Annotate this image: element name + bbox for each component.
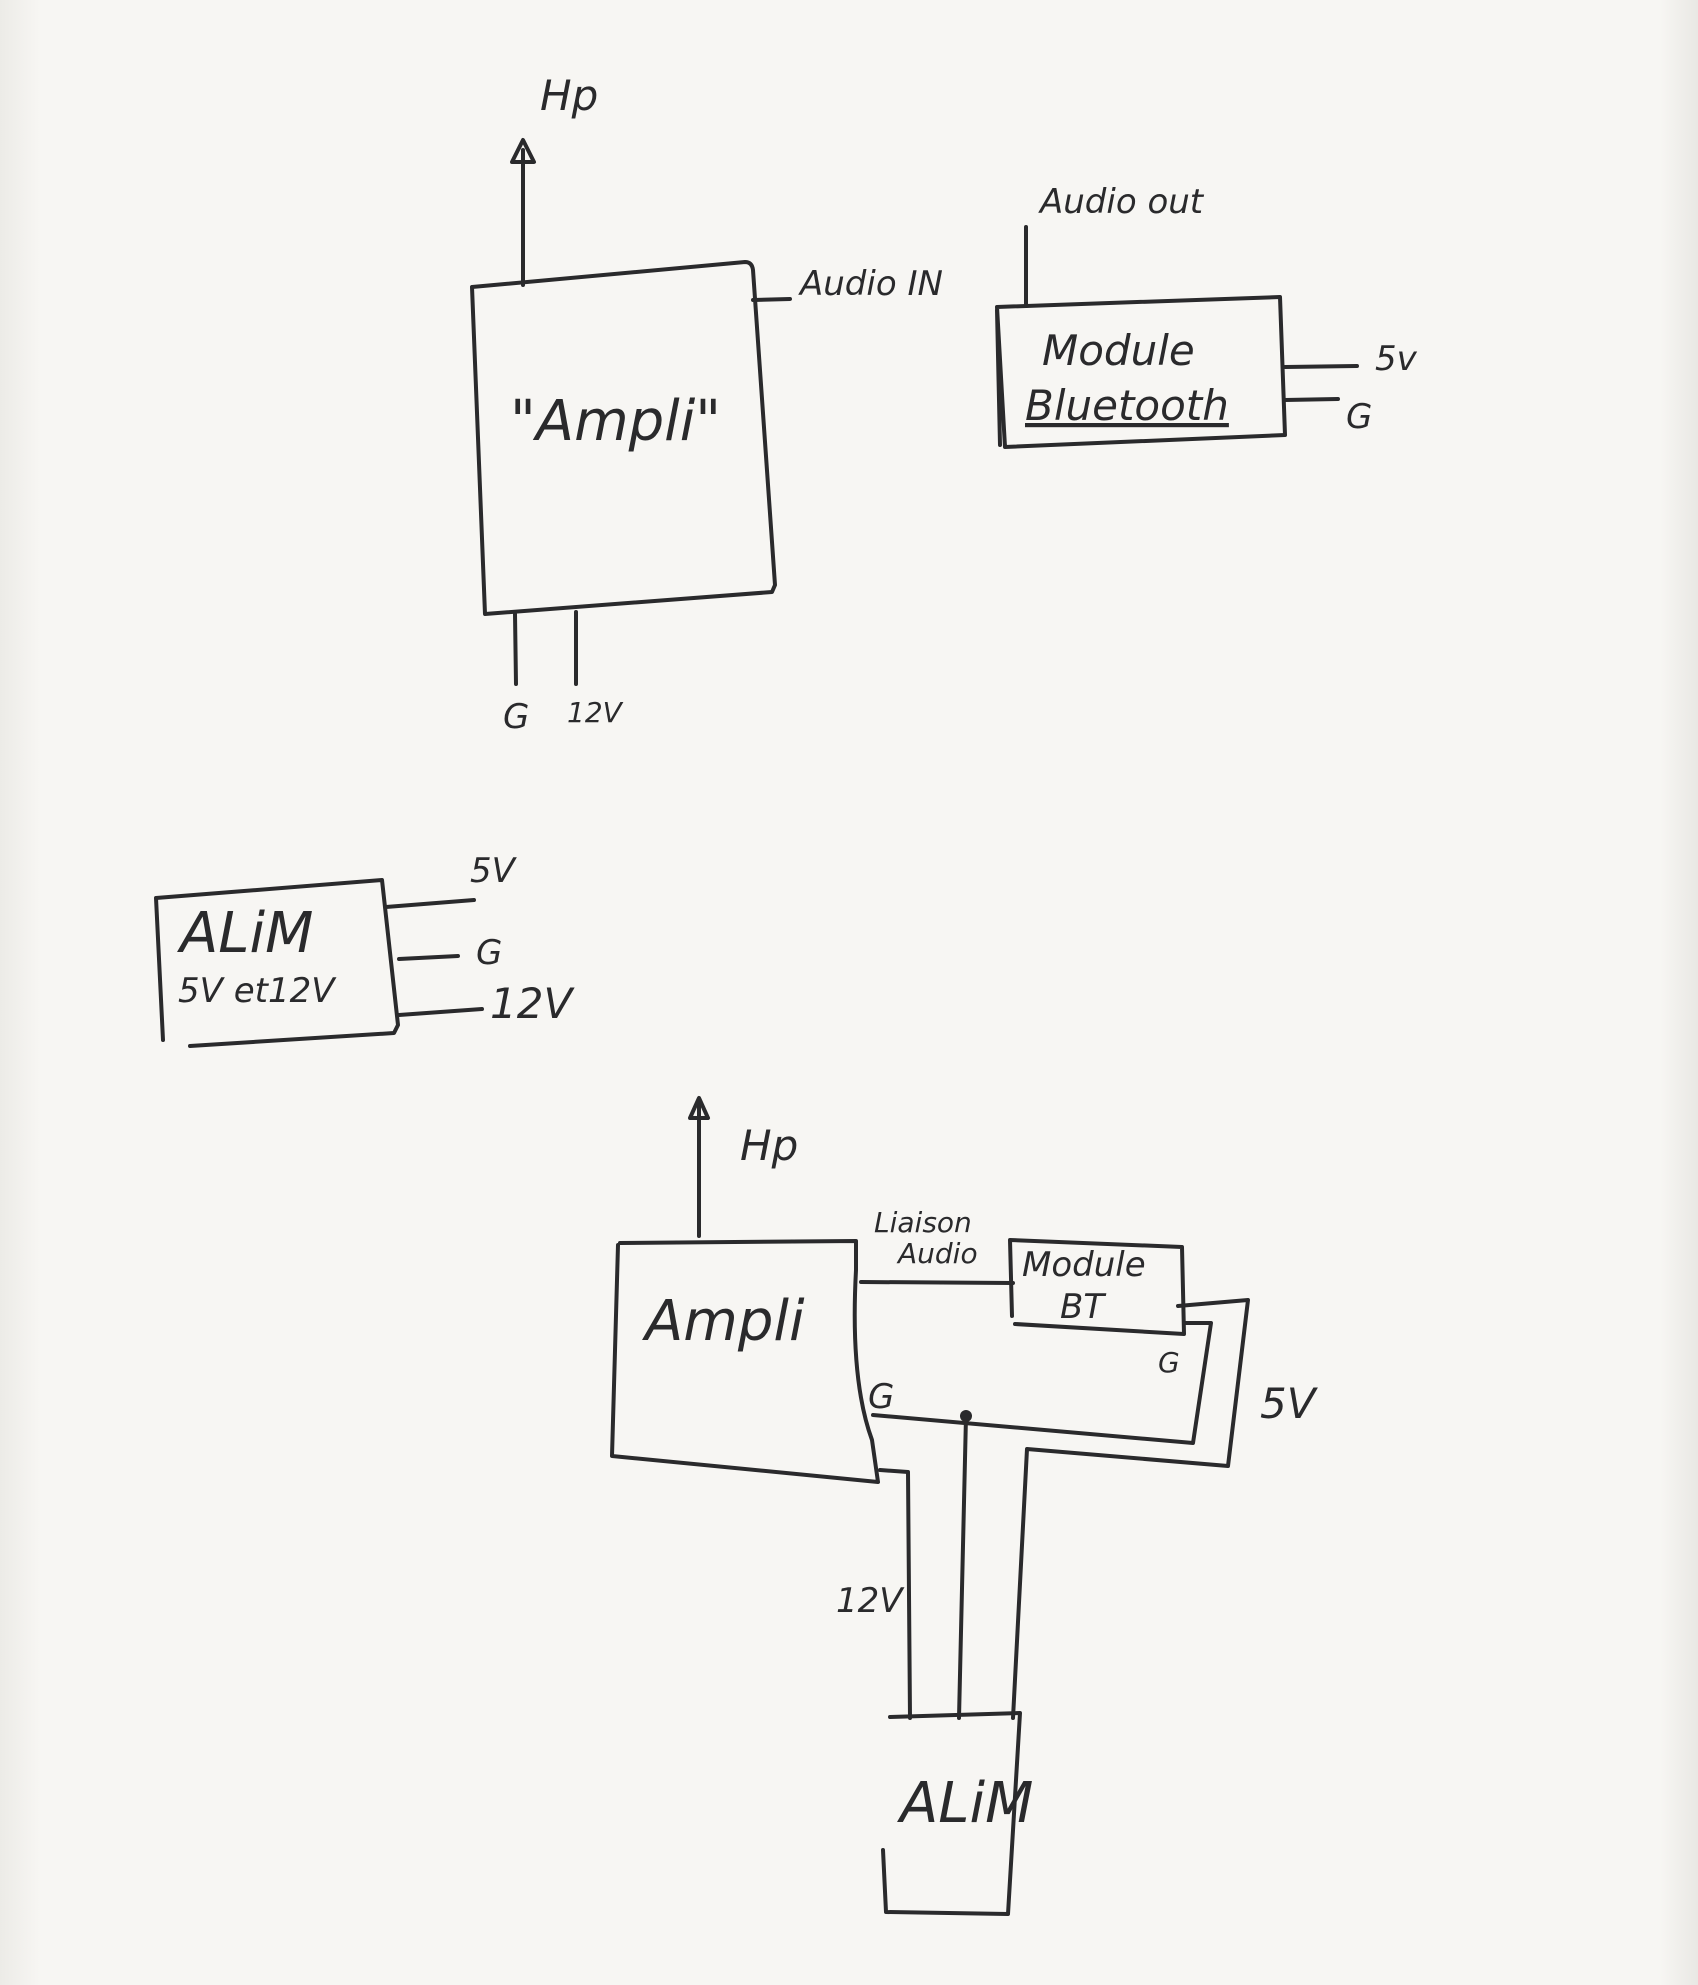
audio-in-wire: [751, 297, 792, 302]
bottom-hp-label: Hp: [740, 1121, 798, 1170]
bt-5v-wire: [1283, 364, 1359, 369]
bottom-alim-label: ALiM: [897, 1771, 1033, 1836]
top-bluetooth-block: Audio out Module Bluetooth 5v G: [995, 182, 1418, 449]
ground-wire: [871, 1321, 1213, 1720]
bt-5v-label: 5v: [1375, 339, 1418, 379]
bt-ground-label: G: [1346, 397, 1372, 437]
audio-out-label: Audio out: [1038, 182, 1205, 222]
ampli-ground-label: G: [503, 697, 529, 737]
5v-wire: [1011, 1298, 1250, 1720]
bottom-hp-arrow: [688, 1096, 710, 1238]
ampli-ground-pin: [513, 612, 518, 686]
12v-label-bottom: 12V: [836, 1581, 905, 1621]
bottom-alim-box: [881, 1711, 1022, 1916]
alim-line2: 5V et12V: [178, 971, 337, 1011]
top-ampli-box: [470, 260, 777, 616]
alim-5v-wire: [384, 898, 476, 909]
alim-12v-label: 12V: [490, 979, 575, 1028]
alim-12v-wire: [397, 1007, 484, 1017]
bt-ground-wire: [1283, 397, 1340, 402]
bottom-bt-line2: BT: [1060, 1287, 1106, 1327]
bottom-assembly: Hp Ampli Liaison Audio Module BT G G 5V …: [610, 1096, 1319, 1916]
top-ampli-label: "Ampli": [510, 389, 721, 454]
top-hp-label: Hp: [540, 71, 598, 120]
top-ampli-block: Hp "Ampli" Audio IN G 12V: [470, 71, 943, 737]
bluetooth-box: [995, 295, 1287, 449]
bt-ground-label-bottom: G: [1158, 1346, 1180, 1379]
bluetooth-line1: Module: [1042, 326, 1195, 375]
top-hp-arrow: [510, 138, 536, 287]
alim-block: ALiM 5V et12V 5V G 12V: [154, 851, 575, 1048]
audio-in-label: Audio IN: [798, 264, 943, 304]
5v-label-bottom: 5V: [1260, 1379, 1319, 1428]
audio-link-wire: [859, 1280, 1015, 1285]
bluetooth-line2: Bluetooth: [1025, 381, 1229, 430]
bottom-bt-line1: Module: [1022, 1245, 1146, 1285]
ground-junction: [960, 1410, 972, 1422]
alim-ground-wire: [397, 954, 460, 961]
alim-5v-label: 5V: [470, 851, 518, 891]
alim-box: [154, 878, 400, 1048]
ampli-12v-label: 12V: [567, 696, 624, 729]
alim-line1: ALiM: [177, 901, 313, 966]
alim-ground-label: G: [476, 933, 502, 973]
audio-link-label-line1: Liaison: [874, 1206, 972, 1239]
audio-link-label-line2: Audio: [896, 1237, 978, 1270]
bottom-bt-box: [1008, 1238, 1186, 1336]
bottom-ampli-label: Ampli: [642, 1289, 805, 1354]
bottom-ampli-box: [610, 1239, 880, 1484]
12v-wire: [878, 1468, 912, 1720]
ampli-ground-label-bottom: G: [868, 1377, 894, 1417]
